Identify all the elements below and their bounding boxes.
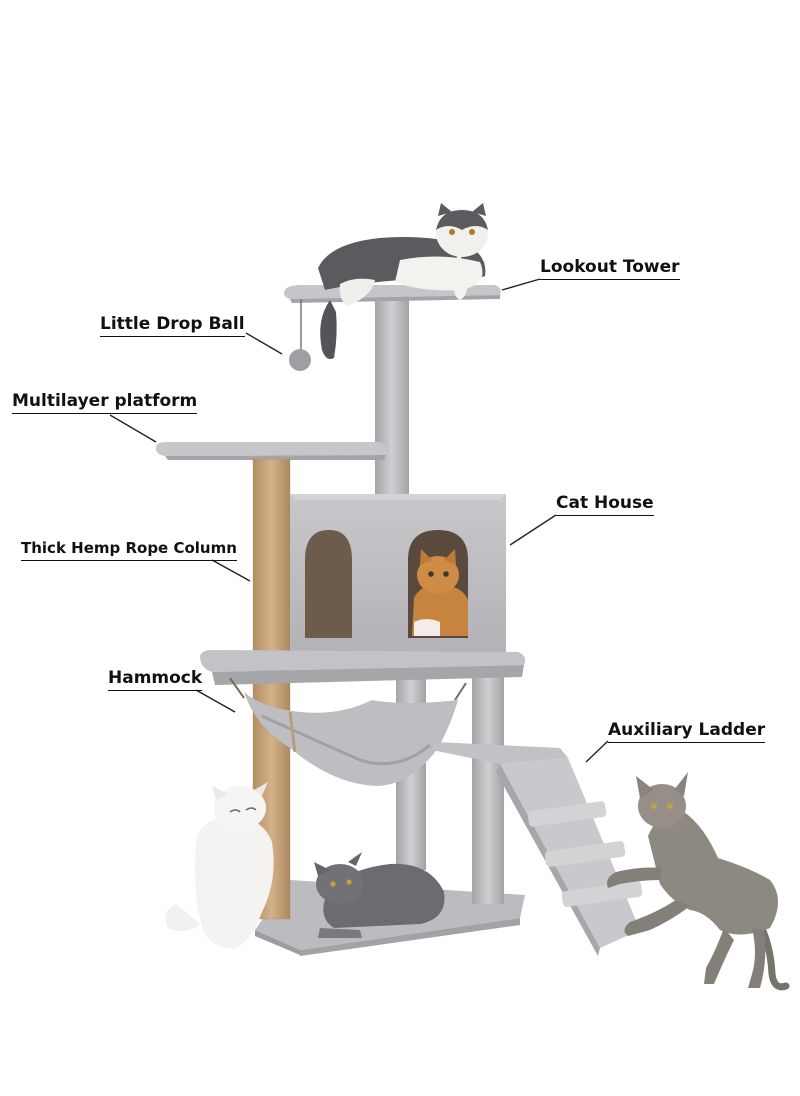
label-little-drop-ball: Little Drop Ball (100, 314, 245, 337)
leader-multilayer-platform (109, 414, 157, 443)
leader-cat-house (509, 514, 557, 546)
grey-cat-lying (314, 852, 445, 938)
standing-cat (607, 772, 790, 991)
leader-lookout-tower (501, 278, 541, 291)
label-hammock: Hammock (108, 668, 203, 691)
leader-little-drop-ball (245, 332, 283, 355)
middle-platform (200, 650, 526, 685)
white-cat (165, 782, 274, 949)
leader-lines (109, 278, 609, 763)
cat-house (290, 494, 506, 662)
leader-auxiliary-ladder (585, 740, 609, 763)
label-cat-house: Cat House (556, 493, 654, 516)
hammock (229, 677, 467, 786)
house-cat (412, 549, 468, 636)
drop-ball (289, 349, 311, 371)
leader-hemp-rope-column (211, 559, 251, 582)
multilayer-platform (156, 442, 387, 460)
label-auxiliary-ladder: Auxiliary Ladder (608, 720, 766, 743)
label-thick-hemp-rope-column: Thick Hemp Rope Column (21, 538, 237, 561)
post-top (375, 292, 409, 502)
post-right (472, 670, 504, 904)
leader-hammock (195, 689, 236, 713)
top-cat (318, 203, 488, 359)
label-multilayer-platform: Multilayer platform (12, 391, 198, 414)
auxiliary-ladder (432, 742, 643, 956)
label-lookout-tower: Lookout Tower (540, 257, 680, 280)
